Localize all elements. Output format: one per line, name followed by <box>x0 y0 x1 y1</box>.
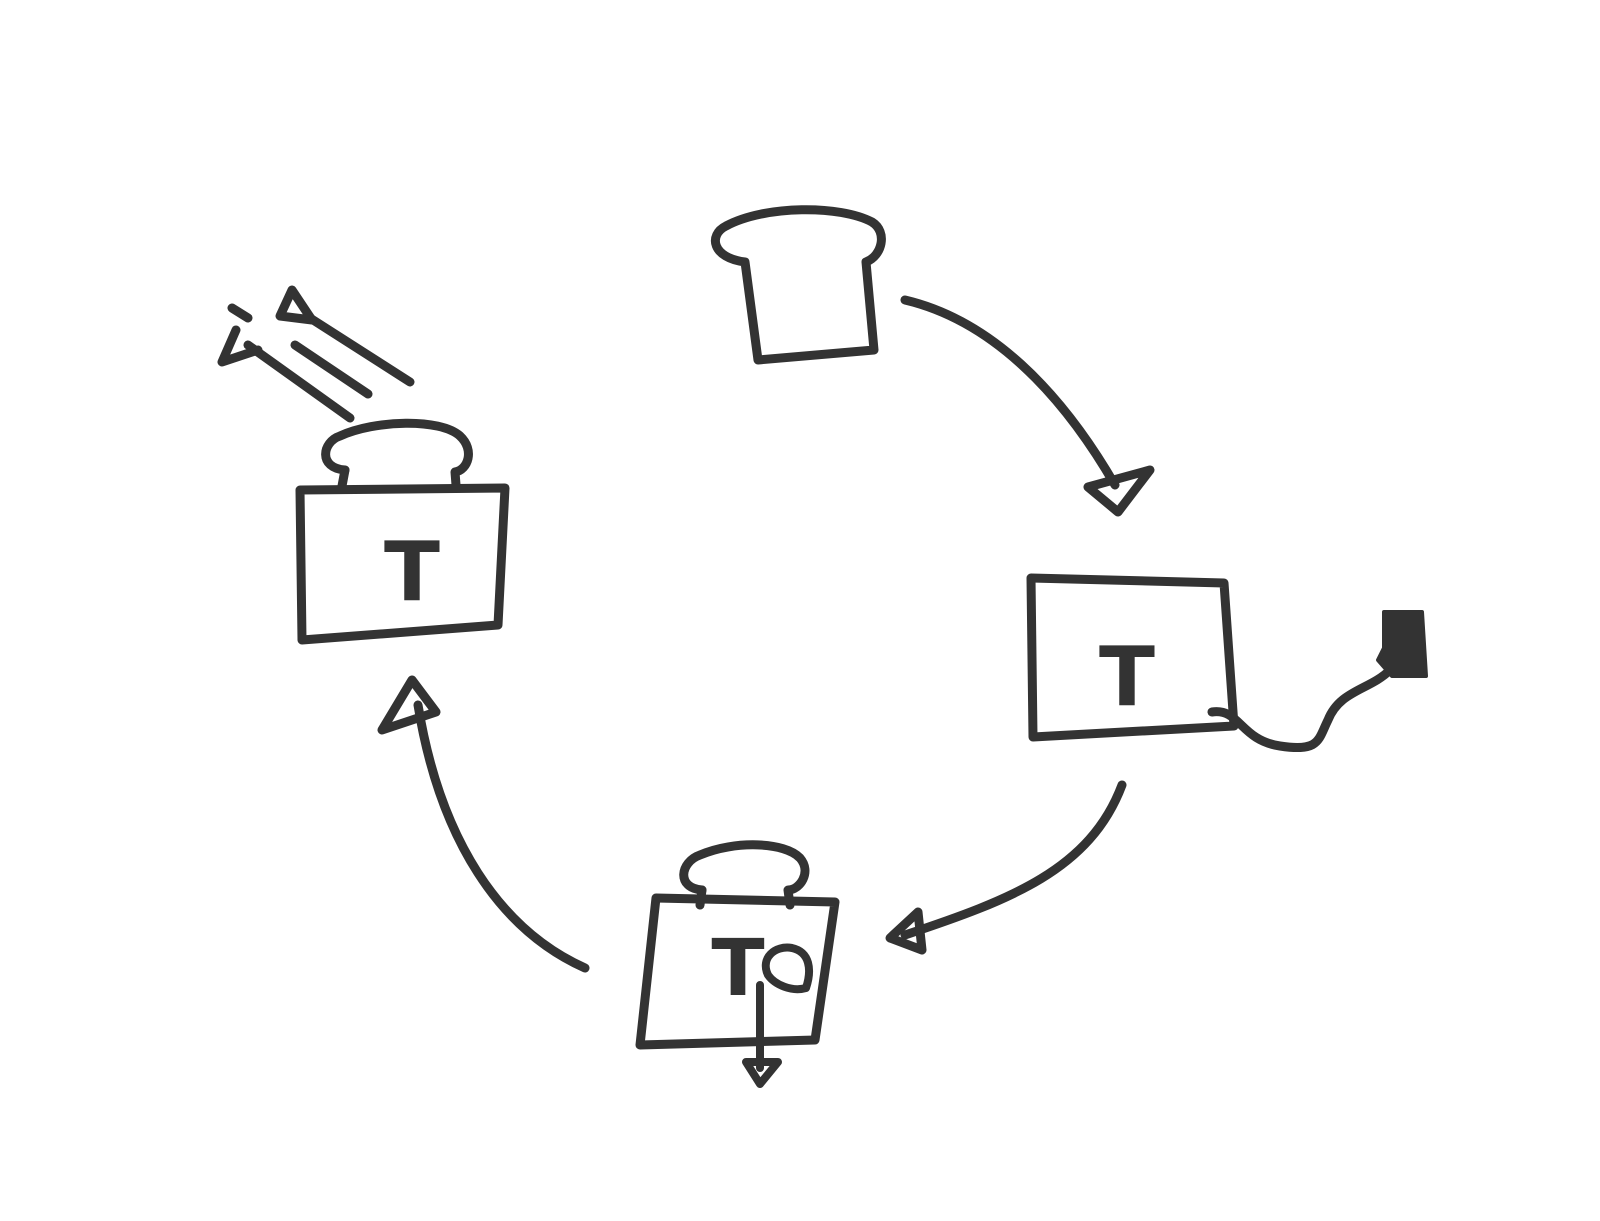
motion-arrowhead <box>275 285 317 325</box>
toaster-plugged-in: T <box>1026 573 1428 752</box>
toaster-label: T <box>384 525 440 620</box>
arrow-bread-to-plugged-toaster <box>900 295 1155 517</box>
bread-slice-icon <box>711 205 886 365</box>
toaster-popping: T <box>217 285 510 645</box>
toaster-label: T <box>1099 630 1155 725</box>
hand-icon <box>761 943 813 994</box>
bread-slice-popping <box>321 418 473 490</box>
toaster-lever-pressed: T <box>635 840 840 1088</box>
power-cord <box>1207 665 1395 752</box>
arrow-plugged-to-lever-toaster <box>885 780 1127 955</box>
toaster-body <box>635 893 840 1050</box>
motion-line <box>290 340 373 399</box>
motion-arrowhead <box>217 303 263 367</box>
bread-slice-peeking <box>679 840 810 910</box>
motion-line <box>305 313 415 387</box>
wall-plug-icon <box>1376 610 1428 678</box>
toaster-body <box>1026 573 1239 742</box>
arrow-lever-to-popping-toaster <box>377 675 590 973</box>
motion-line <box>243 340 355 423</box>
toaster-label: T <box>711 924 764 1014</box>
toaster-body <box>295 483 510 645</box>
